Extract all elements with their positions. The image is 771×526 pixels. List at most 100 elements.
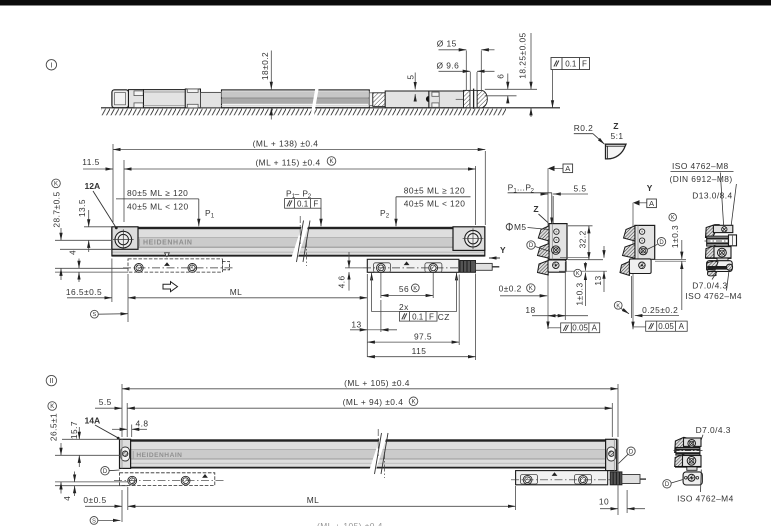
svg-text:I: I <box>50 62 52 69</box>
svg-text:D13.0/8.4: D13.0/8.4 <box>692 191 732 201</box>
svg-text:D: D <box>103 469 108 475</box>
svg-text:P: P <box>205 208 211 218</box>
svg-text:5.5: 5.5 <box>99 397 112 407</box>
svg-text:80±5 ML ≥ 120: 80±5 ML ≥ 120 <box>404 186 465 196</box>
svg-text:56: 56 <box>399 284 409 294</box>
svg-text:2: 2 <box>308 193 312 200</box>
svg-text:(ML + 94) ±0.4: (ML + 94) ±0.4 <box>343 397 404 407</box>
svg-text:115: 115 <box>412 346 427 356</box>
svg-text:D: D <box>529 243 534 249</box>
svg-text:12A: 12A <box>85 181 101 191</box>
svg-text:K: K <box>529 286 533 292</box>
svg-text:P: P <box>286 188 292 198</box>
svg-text:1: 1 <box>513 187 517 194</box>
svg-text:4: 4 <box>62 496 72 501</box>
svg-text:P: P <box>380 208 386 218</box>
svg-text:0.25±0.2: 0.25±0.2 <box>642 305 678 315</box>
svg-text:16.5±0.5: 16.5±0.5 <box>66 287 102 297</box>
svg-text:Z: Z <box>533 204 538 214</box>
svg-text:Y: Y <box>500 245 506 255</box>
svg-text:5: 5 <box>406 74 416 79</box>
svg-text:0.05: 0.05 <box>658 322 674 331</box>
svg-text:K: K <box>671 215 675 221</box>
svg-text:II: II <box>49 378 53 385</box>
svg-text:CZ: CZ <box>438 312 450 322</box>
svg-text:18±0.2: 18±0.2 <box>260 52 270 80</box>
svg-text:A: A <box>565 164 571 173</box>
svg-text:Y: Y <box>647 183 653 193</box>
svg-text:ISO 4762–M4: ISO 4762–M4 <box>677 494 734 504</box>
svg-text:HEIDENHAIN: HEIDENHAIN <box>143 240 193 247</box>
svg-text:– P: – P <box>295 188 309 198</box>
svg-text:10: 10 <box>599 497 609 507</box>
svg-text:F: F <box>582 59 587 68</box>
svg-text:4.8: 4.8 <box>136 418 149 428</box>
svg-text:S: S <box>93 312 97 318</box>
svg-text:13: 13 <box>593 275 603 285</box>
svg-text:11.5: 11.5 <box>82 157 99 167</box>
svg-text:K: K <box>616 303 620 309</box>
svg-text:K: K <box>54 182 58 188</box>
svg-text:Ø 9.6: Ø 9.6 <box>437 61 460 71</box>
svg-text:2: 2 <box>531 187 535 194</box>
svg-text:D: D <box>665 482 670 488</box>
svg-text:1±0.3: 1±0.3 <box>670 225 680 248</box>
svg-text:...P: ...P <box>517 183 531 193</box>
svg-text:D7.0/4.3: D7.0/4.3 <box>696 425 731 435</box>
svg-text:F: F <box>313 199 318 208</box>
svg-text:M5: M5 <box>514 222 527 232</box>
svg-text:Ø 15: Ø 15 <box>437 39 457 49</box>
svg-text:ML: ML <box>307 495 320 505</box>
svg-text:80±5 ML ≥ 120: 80±5 ML ≥ 120 <box>127 188 188 198</box>
svg-text:4.6: 4.6 <box>337 275 347 288</box>
svg-text:6: 6 <box>496 74 506 79</box>
svg-text:K: K <box>413 286 417 292</box>
svg-text:D7.0/4.3: D7.0/4.3 <box>692 280 727 290</box>
svg-text:2x: 2x <box>399 302 409 312</box>
svg-text:0.1: 0.1 <box>297 199 309 208</box>
svg-text:ML: ML <box>230 287 243 297</box>
svg-text:0±0.5: 0±0.5 <box>83 495 106 505</box>
svg-text:1±0.3: 1±0.3 <box>575 282 585 305</box>
svg-text:40±5 ML < 120: 40±5 ML < 120 <box>404 199 466 209</box>
svg-text:0.1: 0.1 <box>412 312 424 321</box>
svg-text:A: A <box>592 324 598 333</box>
svg-text:D: D <box>629 449 634 455</box>
svg-text:1: 1 <box>292 193 296 200</box>
svg-text:0.05: 0.05 <box>572 324 588 333</box>
svg-text:40±5 ML < 120: 40±5 ML < 120 <box>127 201 189 211</box>
svg-text:S: S <box>92 518 96 524</box>
svg-text:28.7±0.5: 28.7±0.5 <box>52 191 62 227</box>
svg-text:(ML + 115) ±0.4: (ML + 115) ±0.4 <box>255 157 320 167</box>
svg-text:2: 2 <box>386 213 390 220</box>
svg-text:Z: Z <box>613 121 618 131</box>
svg-text:0.1: 0.1 <box>565 59 577 68</box>
svg-text:R0.2: R0.2 <box>574 123 594 133</box>
svg-text:4: 4 <box>68 250 78 255</box>
svg-text:K: K <box>329 159 333 165</box>
svg-text:D: D <box>659 240 664 246</box>
svg-text:K: K <box>576 271 580 277</box>
svg-text:5:1: 5:1 <box>611 131 624 141</box>
svg-text:F: F <box>429 312 434 321</box>
svg-text:ISO 4762–M4: ISO 4762–M4 <box>685 291 742 301</box>
svg-text:18: 18 <box>525 305 535 315</box>
svg-text:32.2: 32.2 <box>578 230 588 248</box>
svg-text:(DIN 6912–M8): (DIN 6912–M8) <box>670 174 733 184</box>
svg-text:13: 13 <box>351 319 361 329</box>
svg-text:97.5: 97.5 <box>414 331 432 341</box>
svg-text:5.5: 5.5 <box>574 184 587 194</box>
svg-text:26.5±1: 26.5±1 <box>49 413 59 441</box>
svg-text:(ML + 105) ±0.4: (ML + 105) ±0.4 <box>344 378 410 388</box>
svg-text:18.25±0.05: 18.25±0.05 <box>518 32 528 78</box>
svg-text:ISO 4762–M8: ISO 4762–M8 <box>672 161 729 171</box>
svg-text:K: K <box>411 399 415 405</box>
svg-text:A: A <box>649 199 655 208</box>
svg-text:15.7: 15.7 <box>69 421 79 439</box>
svg-text:0±0.2: 0±0.2 <box>499 284 522 294</box>
svg-text:13.5: 13.5 <box>77 199 87 217</box>
svg-text:HEIDENHAIN: HEIDENHAIN <box>136 452 182 459</box>
svg-text:K: K <box>50 404 54 410</box>
svg-text:1: 1 <box>211 213 215 220</box>
svg-text:P: P <box>508 183 514 193</box>
